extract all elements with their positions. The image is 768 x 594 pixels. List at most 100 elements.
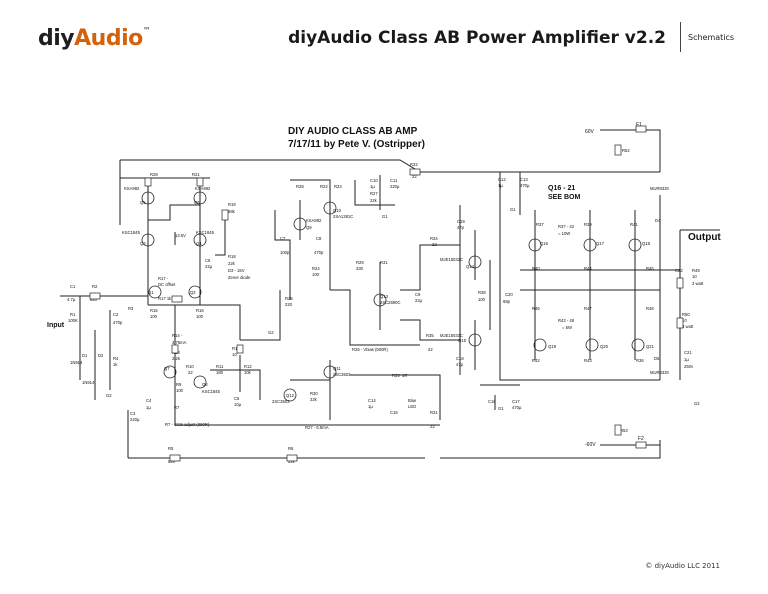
label-c21-value: 1µ <box>684 357 689 362</box>
transistor-q7 <box>163 365 177 379</box>
label-r21: R21 <box>192 172 200 177</box>
label-r32-value: 22 <box>412 174 417 179</box>
label-ksa992-3: KSA992 <box>306 218 322 223</box>
label-r31b: R31 <box>430 410 438 415</box>
label-mje15032: MJE15032C <box>440 257 463 262</box>
label-r37: R37 <box>536 222 544 227</box>
label-blue: Blue <box>408 398 417 403</box>
label-ksa992-2: KSA992 <box>195 186 211 191</box>
label-r32: R32 <box>410 162 418 167</box>
see-bom-note: SEE BOM <box>548 194 580 201</box>
label-q12: Q12 <box>286 393 295 398</box>
label-q1: Q1 <box>148 290 154 295</box>
label-r30-value: 22k <box>310 397 318 402</box>
label-r1-value: 100K <box>68 318 78 323</box>
label-ksc1845c: KSC1845 <box>202 389 221 394</box>
label-c2: C2 <box>113 312 119 317</box>
label-r27-value: 22k <box>370 198 378 203</box>
label-val10: 10 <box>232 352 237 357</box>
label-r36: R36 <box>636 358 644 363</box>
label-c14: C14 <box>368 398 376 403</box>
label-r16-value: 100 <box>196 314 204 319</box>
label-r53: R53 <box>620 428 628 433</box>
label-r39: R39 <box>584 222 592 227</box>
transistor-symbols <box>141 191 645 402</box>
label-d2-value: 1N914 <box>82 380 95 385</box>
label-r43: R43 <box>584 358 592 363</box>
label-d3: D3 - 15V <box>228 268 245 273</box>
label-r14: R14 - <box>172 333 183 338</box>
label-sc3503b: 2SC3503 <box>272 399 290 404</box>
label-c7: C7 <box>280 236 286 241</box>
label-q10: Q10 <box>333 208 342 213</box>
label-q18: Q18 <box>642 241 651 246</box>
label-r15-value: 100 <box>150 314 158 319</box>
label-q2: Q2 <box>190 290 196 295</box>
fuse-f1-label: F1 <box>636 122 642 128</box>
label-r41: R41 <box>630 222 638 227</box>
label-r5-value: 620 <box>168 459 176 464</box>
label-c15: C15 <box>390 410 398 415</box>
label-d1-value: 1N914 <box>70 360 83 365</box>
label-r49-value: 10 <box>692 274 697 279</box>
label-r23: R23 <box>334 184 342 189</box>
label-r7: R7 <box>174 405 180 410</box>
label-r27-note: R27 - 6.8mA <box>305 425 329 430</box>
label-r38: R38 <box>478 290 486 295</box>
transistor-q11 <box>323 365 337 379</box>
label-c14-value: 1µ <box>368 404 373 409</box>
label-mur8320b: MUR8320 <box>650 370 670 375</box>
transistor-q18 <box>628 238 642 252</box>
label-r6: R6 <box>288 446 294 451</box>
label-ksc1845b: KSC1845 <box>196 230 215 235</box>
label-q11: Q11 <box>333 366 341 371</box>
transistor-q12 <box>283 388 297 402</box>
label-r46: R46 <box>532 306 540 311</box>
supply-pos-label: 60V <box>585 129 595 135</box>
label-r24-value: 100 <box>312 272 320 277</box>
fuse-f2 <box>635 441 647 449</box>
label-r33-value: 1R <box>402 373 407 378</box>
label-c1-value: 4.7µ <box>67 297 76 302</box>
label-r1: R1 <box>70 312 76 317</box>
label-r14-value: 3.75mA <box>172 340 187 345</box>
schematic-title-line1: DIY AUDIO CLASS AB AMP <box>288 126 418 137</box>
schematic-title-line2: 7/17/11 by Pete V. (Ostripper) <box>288 139 425 150</box>
label-c8: C8 <box>316 236 322 241</box>
resistor-r32 <box>409 168 421 176</box>
label-g1c: G1 <box>498 406 504 411</box>
label-c1: C1 <box>70 284 76 289</box>
label-ksc1845: KSC1845 <box>122 230 141 235</box>
label-v135: 13.5V <box>175 233 186 238</box>
logo-text-audio: Audio <box>74 26 143 51</box>
label-sc2690: 2SC2690C <box>380 300 401 305</box>
label-d2: D2 <box>98 353 104 358</box>
label-g1: G1 <box>382 214 388 219</box>
label-r52: R52 <box>622 148 630 153</box>
label-c13: C13 <box>520 177 528 182</box>
label-r29-value: 330 <box>356 266 364 271</box>
label-r13-value: 2.2k <box>172 356 181 361</box>
label-10w: = 10W <box>558 231 570 236</box>
label-c7-value: 100p <box>280 250 290 255</box>
label-r24: R24 <box>312 266 320 271</box>
transistor-q8 <box>193 375 207 389</box>
resistor-r6 <box>286 454 298 462</box>
label-mje15033: MJE15033C <box>440 333 463 338</box>
logo: diyAudio™ <box>38 26 151 51</box>
document-title: diyAudio Class AB Power Amplifier v2.2 <box>288 28 666 48</box>
label-q21: Q21 <box>646 344 655 349</box>
label-dc-offset: DC offset <box>158 282 176 287</box>
document-category: Schematics <box>688 33 735 42</box>
logo-text-diy: diy <box>38 26 75 51</box>
label-c18: C18 <box>456 356 464 361</box>
transistor-q17 <box>583 238 597 252</box>
label-r17-value: R17 1k <box>158 296 172 301</box>
label-q6: Q6 <box>194 200 200 205</box>
supply-neg-label: -60V <box>585 442 596 448</box>
transistor-q15 <box>468 333 482 347</box>
label-r30: R30 <box>310 391 318 396</box>
resistor-r19 <box>221 209 229 221</box>
label-q17: Q17 <box>596 241 605 246</box>
transistor-q13 <box>373 293 387 307</box>
